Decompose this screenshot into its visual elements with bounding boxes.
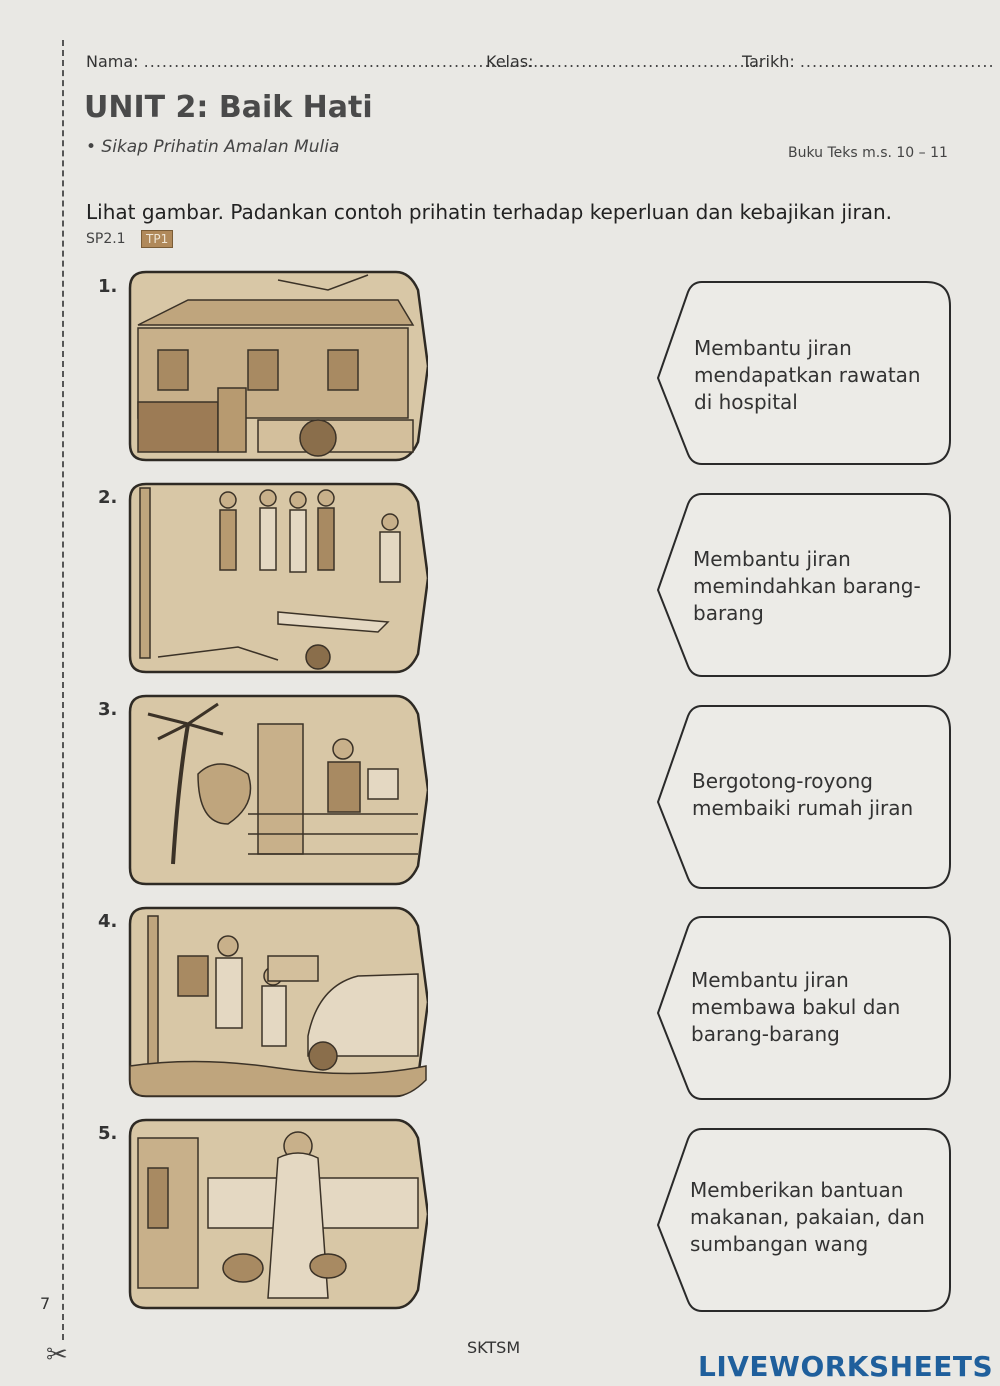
answer-card-2[interactable]: Membantu jiran memindahkan barang- baran… [693,547,921,625]
answer-card-4-shape [656,916,951,1100]
house-illustration [137,274,415,457]
woman-with-baskets-illustration [137,1131,419,1299]
class-dots: ..................................... [538,52,764,71]
accident-illustration [139,487,401,670]
picture-panel-3 [128,694,428,886]
sp-code: SP2.1 [86,231,126,247]
picture-panel-1 [128,270,428,462]
flood-illustration [129,915,427,1097]
answer-card-2-shape [656,493,951,677]
footer-publisher: SKTSM [467,1338,521,1357]
item-number-4: 4. [98,911,118,932]
staircase-illustration [147,702,418,865]
class-label: Kelas: [486,52,534,71]
name-label: Nama: [86,52,139,71]
tp-badge: TP1 [141,230,174,248]
name-dots: ........................................… [143,52,552,71]
liveworksheets-logo[interactable]: LIVEWORKSHEETS [698,1350,994,1383]
page-number: 7 [40,1294,51,1313]
picture-panel-2 [128,482,428,674]
date-dots: ................................ [799,52,995,71]
class-field: Kelas: .................................… [486,52,764,71]
picture-panel-4 [128,906,428,1098]
unit-title: UNIT 2: Baik Hati [84,90,373,125]
date-field: Tarikh: ................................ [742,52,995,71]
item-number-2: 2. [98,487,118,508]
name-field: Nama: ..................................… [86,52,551,71]
cut-line [62,40,64,1340]
subtitle: • Sikap Prihatin Amalan Mulia [86,137,340,157]
answer-card-4[interactable]: Membantu jiran membawa bakul dan barang-… [691,968,901,1046]
answer-card-5-shape [656,1128,951,1312]
answer-card-1-shape [656,281,951,465]
answer-card-3[interactable]: Bergotong-royong membaiki rumah jiran [692,769,914,820]
picture-panel-5 [128,1118,428,1310]
item-number-3: 3. [98,699,118,720]
item-number-5: 5. [98,1123,118,1144]
answer-card-1[interactable]: Membantu jiran mendapatkan rawatan di ho… [694,336,921,414]
textbook-ref: Buku Teks m.s. 10 – 11 [788,145,948,161]
answer-card-5[interactable]: Memberikan bantuan makanan, pakaian, dan… [690,1178,925,1256]
answer-card-3-shape [656,705,951,889]
scissors-icon: ✂ [46,1340,68,1370]
instruction: Lihat gambar. Padankan contoh prihatin t… [86,200,892,224]
item-number-1: 1. [98,276,118,297]
date-label: Tarikh: [742,52,795,71]
